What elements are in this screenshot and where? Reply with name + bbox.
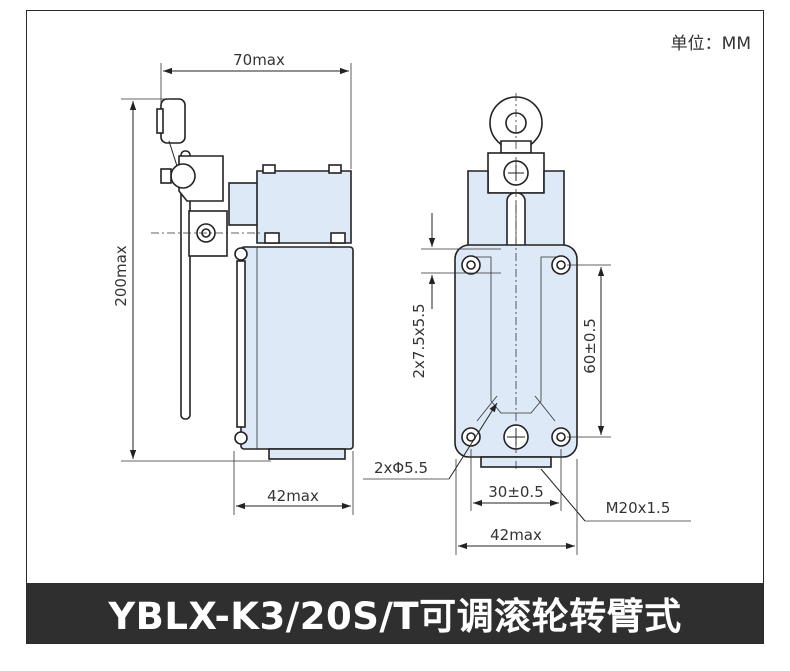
side-roller — [160, 98, 186, 144]
title-bar: YBLX-K3/20S/T可调滚轮转臂式 — [27, 583, 763, 643]
technical-drawing: 70max 200max 42max — [112, 51, 691, 555]
dim-hole-spacing-horizontal: 30±0.5 — [488, 483, 544, 501]
dim-slot-spacing: 2x7.5x5.5 — [410, 303, 428, 378]
front-view: 2x7.5x5.5 60±0.5 2xΦ5.5 30±0.5 M20x1.5 — [363, 93, 691, 555]
side-thread — [268, 448, 346, 460]
side-head — [256, 170, 352, 244]
dim-side-body-width: 42max — [267, 487, 319, 505]
dim-height-overall: 200max — [112, 245, 130, 306]
side-view: 70max 200max 42max — [112, 51, 354, 515]
side-shaft — [228, 182, 260, 226]
drawing-frame: 70max 200max 42max — [26, 10, 764, 644]
side-body — [240, 246, 354, 450]
product-title: YBLX-K3/20S/T可调滚轮转臂式 — [108, 595, 682, 638]
dim-mount-holes: 2xΦ5.5 — [374, 459, 428, 477]
dim-hole-spacing-vertical: 60±0.5 — [581, 318, 599, 374]
side-lever-arm — [180, 150, 191, 420]
dim-thread: M20x1.5 — [606, 499, 671, 517]
unit-label: 单位：MM — [670, 34, 751, 54]
dim-front-body-width: 42max — [490, 526, 542, 544]
dim-width-overall: 70max — [233, 51, 285, 69]
